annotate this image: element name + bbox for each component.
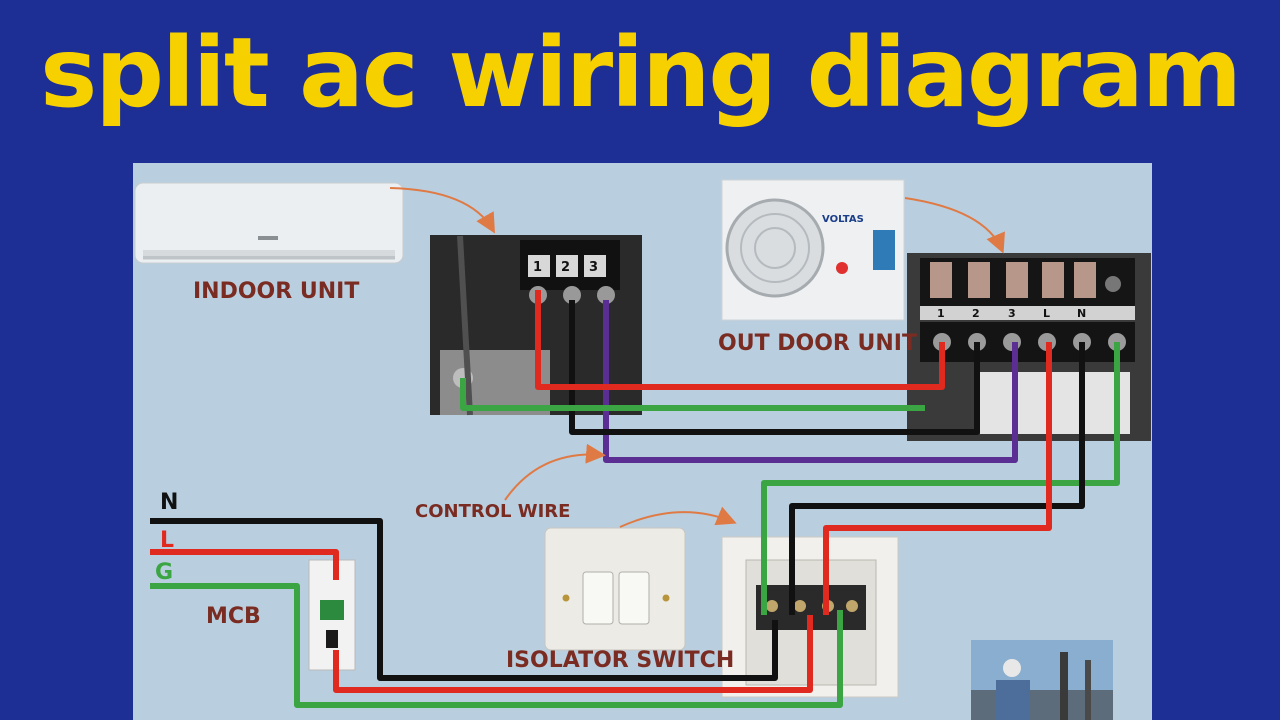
- outdoor-terminal-1: 1: [937, 307, 945, 320]
- purple-control-wire: [603, 300, 1018, 463]
- isolator-switch-image: [544, 527, 686, 651]
- indoor-terminal-numbers: 1 2 3: [533, 260, 598, 275]
- red-wire-indoor-outdoor: [535, 290, 945, 390]
- arrow-outdoor: [904, 197, 1005, 254]
- wires: [150, 290, 1120, 708]
- outdoor-terminal-3: 3: [1008, 307, 1016, 320]
- brand-logo: VOLTAS: [822, 214, 864, 225]
- mcb-image: [308, 559, 356, 671]
- ground-label: G: [155, 560, 174, 585]
- outdoor-terminal-l: L: [1043, 307, 1050, 320]
- mcb-live-out: [333, 615, 813, 693]
- mcb-label: MCB: [206, 604, 261, 629]
- control-wire-label: CONTROL WIRE: [415, 501, 571, 522]
- green-earth-indoor-outdoor: [460, 378, 925, 411]
- indoor-unit-label: INDOOR UNIT: [193, 279, 360, 304]
- indoor-terminal-2: 2: [561, 260, 570, 275]
- worker-thumbnail: [971, 640, 1113, 720]
- outdoor-terminal-n: N: [1077, 307, 1086, 320]
- arrow-control-wire: [504, 443, 606, 501]
- neutral-label: N: [160, 490, 179, 515]
- ground-wire: [150, 583, 843, 708]
- outdoor-terminal-numbers: 1 2 3 L N: [937, 307, 1086, 320]
- black-wire-indoor-outdoor: [569, 300, 980, 435]
- page-title: split ac wiring diagram: [40, 17, 1242, 129]
- isolator-switch-label: ISOLATOR SWITCH: [506, 648, 735, 673]
- switch-black-to-outdoor: [789, 342, 1085, 615]
- outdoor-terminal-block: [907, 253, 1151, 441]
- annotation-arrows: [389, 187, 1005, 528]
- outdoor-terminal-2: 2: [972, 307, 980, 320]
- live-wire: [150, 549, 339, 580]
- arrow-indoor: [389, 187, 495, 234]
- switch-red-to-outdoor: [823, 342, 1052, 615]
- arrow-isolator: [619, 506, 737, 528]
- indoor-unit-image: [134, 182, 404, 264]
- live-label: L: [160, 528, 175, 553]
- outdoor-unit-label: OUT DOOR UNIT: [718, 331, 917, 356]
- neutral-wire: [150, 518, 778, 681]
- indoor-terminal-3: 3: [589, 260, 598, 275]
- indoor-terminal-1: 1: [533, 260, 542, 275]
- outdoor-unit-image: [721, 179, 905, 321]
- switch-green-to-outdoor: [761, 342, 1120, 615]
